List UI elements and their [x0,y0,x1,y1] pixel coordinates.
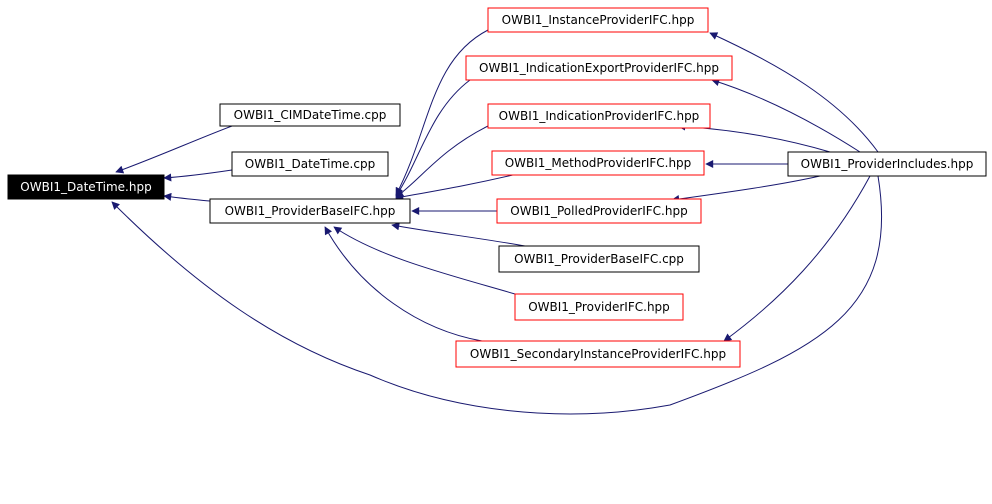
edge-datetime-cpp-to-datetime-hpp [163,169,233,182]
edge-providerincludes-hpp-to-indicationexportproviderifc-hpp [711,78,861,153]
node-owbi1-indicationexportproviderifc-hpp[interactable]: OWBI1_IndicationExportProviderIFC.hpp [465,55,733,81]
edge-providerincludes-hpp-to-indicationproviderifc-hpp [677,122,831,153]
edge-instanceproviderifc-hpp-to-providerbaseifc-hpp [395,29,489,196]
node-owbi1-cimdatetime-cpp[interactable]: OWBI1_CIMDateTime.cpp [219,103,401,127]
node-label: OWBI1_DateTime.cpp [245,157,375,171]
node-owbi1-providerifc-hpp[interactable]: OWBI1_ProviderIFC.hpp [514,293,684,321]
edge-providerbaseifc-cpp-to-providerbaseifc-hpp [391,222,526,247]
node-label: OWBI1_ProviderIncludes.hpp [801,157,974,171]
node-owbi1-providerincludes-hpp[interactable]: OWBI1_ProviderIncludes.hpp [787,151,987,177]
edge-cimdatetime-cpp-to-datetime-hpp [115,125,233,174]
node-owbi1-datetime-cpp[interactable]: OWBI1_DateTime.cpp [231,151,389,177]
edge-indicationproviderifc-hpp-to-providerbaseifc-hpp [395,125,489,198]
edge-providerbaseifc-hpp-to-datetime-hpp [163,192,211,202]
node-owbi1-providerbaseifc-hpp[interactable]: OWBI1_ProviderBaseIFC.hpp [209,198,411,224]
node-label: OWBI1_MethodProviderIFC.hpp [505,156,692,170]
node-label: OWBI1_CIMDateTime.cpp [234,108,387,122]
node-owbi1-methodproviderifc-hpp[interactable]: OWBI1_MethodProviderIFC.hpp [491,150,705,176]
node-label: OWBI1_DateTime.hpp [20,180,151,194]
node-owbi1-secondaryinstanceproviderifc-hpp[interactable]: OWBI1_SecondaryInstanceProviderIFC.hpp [455,340,741,368]
edge-providerincludes-hpp-to-polledproviderifc-hpp [671,175,821,203]
node-label: OWBI1_SecondaryInstanceProviderIFC.hpp [470,347,726,361]
node-owbi1-datetime-hpp[interactable]: OWBI1_DateTime.hpp [7,174,165,200]
node-label: OWBI1_ProviderIFC.hpp [528,300,670,314]
node-label: OWBI1_ProviderBaseIFC.cpp [514,252,684,266]
node-label: OWBI1_InstanceProviderIFC.hpp [502,13,695,27]
node-label: OWBI1_ProviderBaseIFC.hpp [225,204,396,218]
edge-providerincludes-hpp-to-instanceproviderifc-hpp [709,32,879,153]
edge-indicationexportproviderifc-hpp-to-providerbaseifc-hpp [395,79,471,197]
edge-providerifc-hpp-to-providerbaseifc-hpp [333,226,516,295]
node-label: OWBI1_IndicationProviderIFC.hpp [499,109,700,123]
edge-providerincludes-hpp-to-secondaryinstanceproviderifc-hpp [723,175,871,342]
node-owbi1-polledproviderifc-hpp[interactable]: OWBI1_PolledProviderIFC.hpp [496,198,702,224]
node-owbi1-instanceproviderifc-hpp[interactable]: OWBI1_InstanceProviderIFC.hpp [487,7,709,33]
edge-methodproviderifc-hpp-to-providerbaseifc-hpp [395,173,518,201]
node-owbi1-providerbaseifc-cpp[interactable]: OWBI1_ProviderBaseIFC.cpp [498,245,700,273]
node-owbi1-indicationproviderifc-hpp[interactable]: OWBI1_IndicationProviderIFC.hpp [487,103,711,129]
node-label: OWBI1_PolledProviderIFC.hpp [510,204,687,218]
edge-providerincludes-hpp-to-datetime-hpp [111,175,883,415]
node-label: OWBI1_IndicationExportProviderIFC.hpp [479,61,719,75]
edge-secondaryinstanceproviderifc-hpp-to-providerbaseifc-hpp [324,226,483,342]
edges [111,29,883,415]
